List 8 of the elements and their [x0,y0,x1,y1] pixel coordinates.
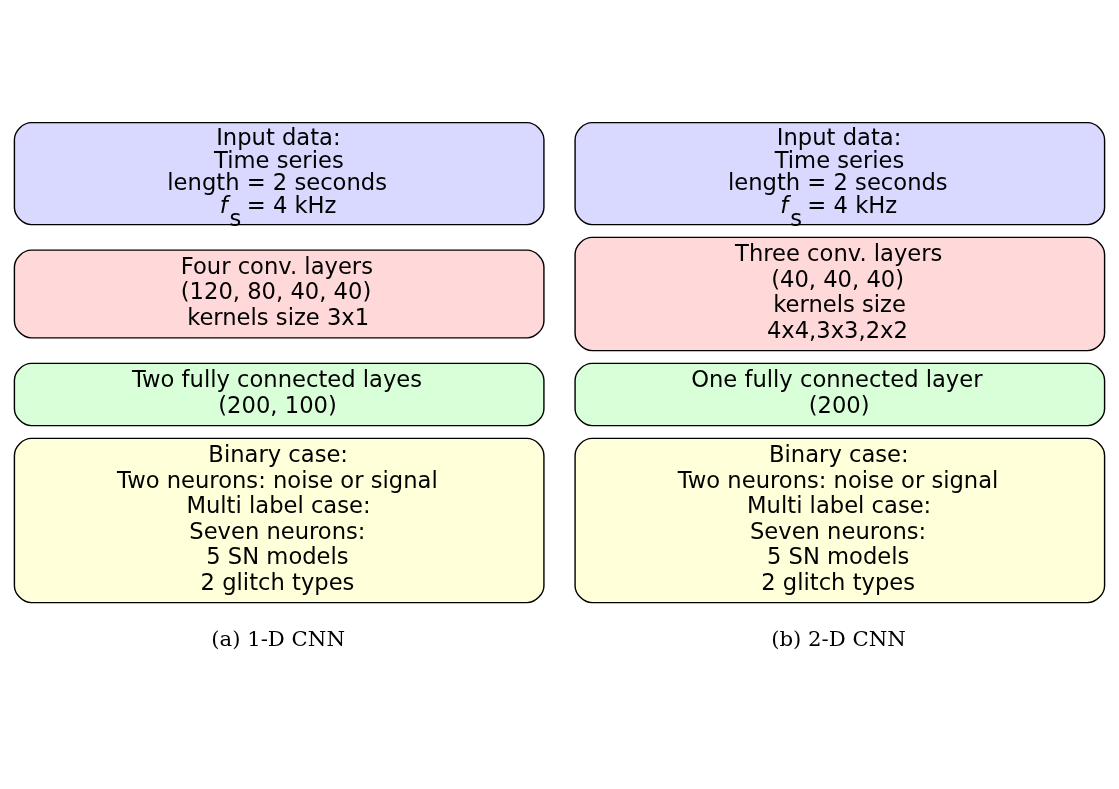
node-box: Binary case: Two neurons: noise or signal Multi label case: Seven neurons: 5 SN models 2 glitch types [574,437,1106,604]
node-box: One fully connected layer (200) [574,362,1106,427]
label: (a) 1-D CNN [211,625,345,651]
node-box: Two fully connected layes (200, 100) [13,362,545,427]
node-box: Three conv. layers (40, 40, 40) kernels size 4x4,3x3,2x2 [574,236,1106,352]
node-box: Four conv. layers (120, 80, 40, 40) kernels size 3x1 [13,249,545,339]
label: (b) 2-D CNN [771,625,906,651]
node-box: Binary case: Two neurons: noise or signal Multi label case: Seven neurons: 5 SN models 2 glitch types [13,437,545,604]
